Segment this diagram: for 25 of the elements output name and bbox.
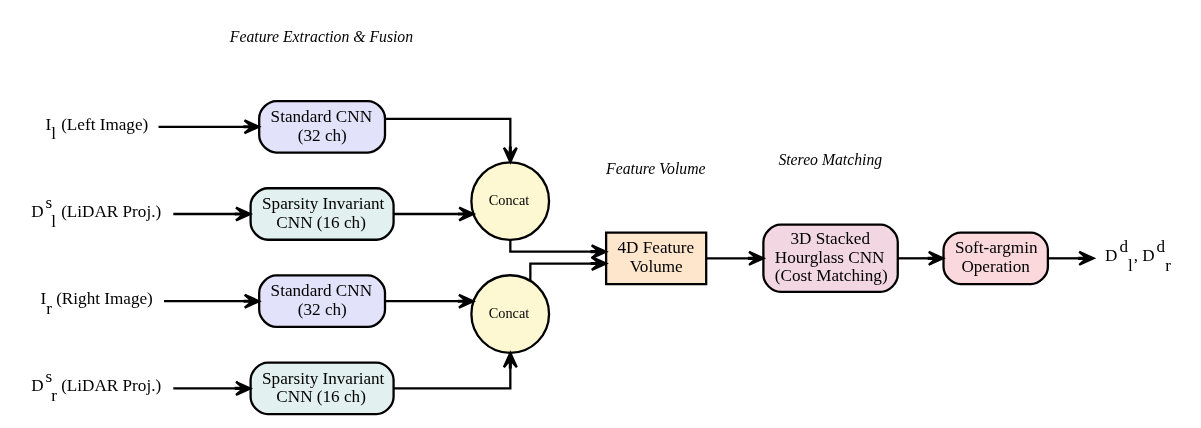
arrow (172, 206, 251, 222)
label: Feature Volume (605, 159, 706, 177)
label: Stereo Matching (777, 151, 882, 169)
node-box: Soft-argmin Operation (941, 231, 1049, 286)
node-box: 3D Stacked Hourglass CNN (Cost Matching) (761, 223, 899, 294)
node-box: Sparsity Invariant CNN (16 ch) (248, 187, 395, 241)
arrow (393, 206, 475, 222)
label: Feature Extraction & Fusion (229, 28, 413, 46)
arrow (384, 117, 518, 164)
arrow (163, 293, 260, 309)
arrow (384, 293, 474, 309)
node-box: Standard CNN (32 ch) (257, 274, 386, 329)
node-circle: Concat (469, 161, 550, 242)
node-box: Sparsity Invariant CNN (16 ch) (248, 361, 395, 416)
arrow (393, 351, 518, 390)
arrow (158, 119, 260, 135)
node-box: Standard CNN (32 ch) (257, 99, 386, 154)
arrow (508, 239, 607, 260)
node-box: 4D Feature Volume (604, 231, 707, 286)
arrow (1047, 250, 1095, 266)
node-circle: Concat (469, 274, 550, 355)
arrow (706, 250, 764, 266)
arrow (528, 255, 607, 281)
arrow (172, 380, 251, 396)
arrow (897, 250, 944, 266)
